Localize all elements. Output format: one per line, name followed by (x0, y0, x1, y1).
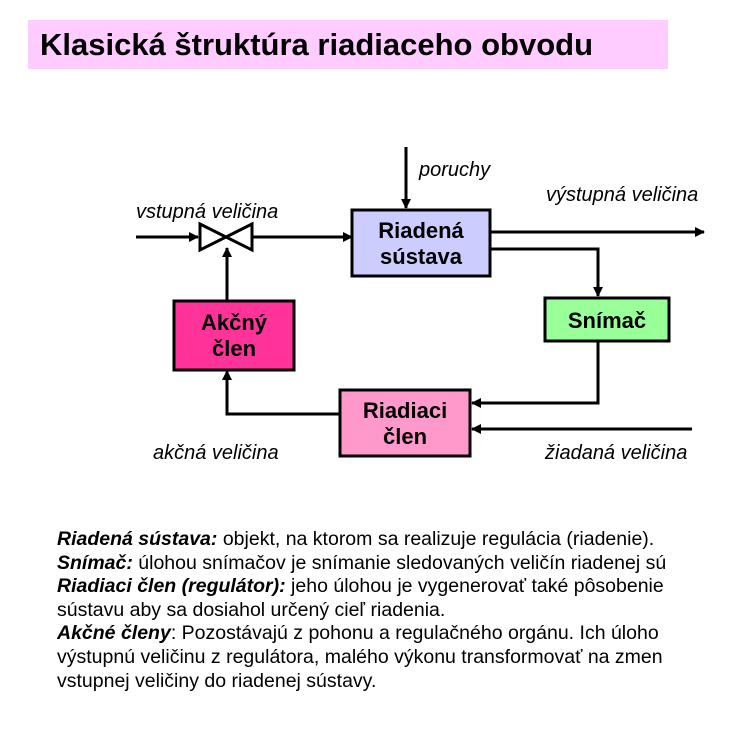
desc-line-actuator-cont: výstupnú veličinu z regulátora, malého v… (57, 646, 753, 670)
controller-label-2: člen (383, 424, 427, 449)
disturbances-label: poruchy (418, 159, 491, 181)
term: Riadiaci člen (regulátor): (57, 575, 286, 598)
controller-to-actuator-arrow (222, 370, 340, 416)
desc-text: : Pozostávajú z pohonu a regulačného org… (170, 622, 659, 645)
plant-label-1: Riadená (378, 218, 464, 243)
desc-text: výstupnú veličinu z regulátora, malého v… (57, 645, 663, 668)
action-quantity-label: akčná veličina (153, 442, 279, 464)
desc-text: sústavu aby sa dosiahol určený cieľ riad… (57, 598, 446, 621)
actuator-label-2: člen (212, 336, 256, 361)
desc-text: objekt, na ktorom sa realizuje regulácia… (217, 528, 655, 550)
desc-text: úlohou snímačov je snímanie sledovaných … (132, 551, 667, 574)
term: Snímač: (57, 551, 133, 574)
controller-block: Riadiaci člen (338, 388, 472, 458)
desc-line-plant: Riadená sústava: objekt, na ktorom sa re… (57, 528, 753, 552)
actuator-block: Akčný člen (172, 299, 296, 372)
input-quantity-label: vstupná veličina (136, 201, 278, 223)
desc-text: jeho úlohou je vygenerovať také pôsobeni… (285, 575, 664, 598)
plant-block-rect (350, 208, 492, 278)
plant-to-sensor-arrow (490, 247, 603, 297)
sensor-label: Snímač (568, 308, 646, 333)
actuator-label-1: Akčný (201, 310, 268, 335)
sensor-to-controller-arrow (471, 342, 600, 408)
controller-block-rect (338, 388, 472, 458)
valve-icon (198, 221, 254, 253)
term: Akčné členy (57, 622, 171, 645)
desc-text: vstupnej veličiny do riadenej sústavy. (57, 669, 377, 692)
description-text: Riadená sústava: objekt, na ktorom sa re… (57, 528, 753, 693)
plant-block: Riadená sústava (350, 208, 492, 278)
desc-line-controller-cont: sústavu aby sa dosiahol určený cieľ riad… (57, 599, 753, 623)
sensor-block-rect (543, 296, 671, 343)
desc-line-sensor: Snímač: úlohou snímačov je snímanie sled… (57, 552, 753, 576)
plant-label-2: sústava (380, 244, 463, 269)
control-loop-diagram: Riadená sústava Snímač Riadiaci člen Akč… (136, 147, 705, 464)
page-title: Klasická štruktúra riadiaceho obvodu (28, 20, 668, 69)
actuator-block-rect (172, 299, 296, 372)
connection-lines (136, 147, 705, 434)
sensor-block: Snímač (543, 296, 671, 343)
desc-line-controller: Riadiaci člen (regulátor): jeho úlohou j… (57, 575, 753, 599)
term: Riadená sústava: (57, 528, 218, 550)
setpoint-label: žiadaná veličina (544, 442, 687, 464)
desc-line-actuator: Akčné členy: Pozostávajú z pohonu a regu… (57, 622, 753, 646)
output-quantity-label: výstupná veličina (546, 184, 698, 206)
controller-label-1: Riadiaci (363, 398, 447, 423)
desc-line-actuator-cont2: vstupnej veličiny do riadenej sústavy. (57, 670, 753, 694)
